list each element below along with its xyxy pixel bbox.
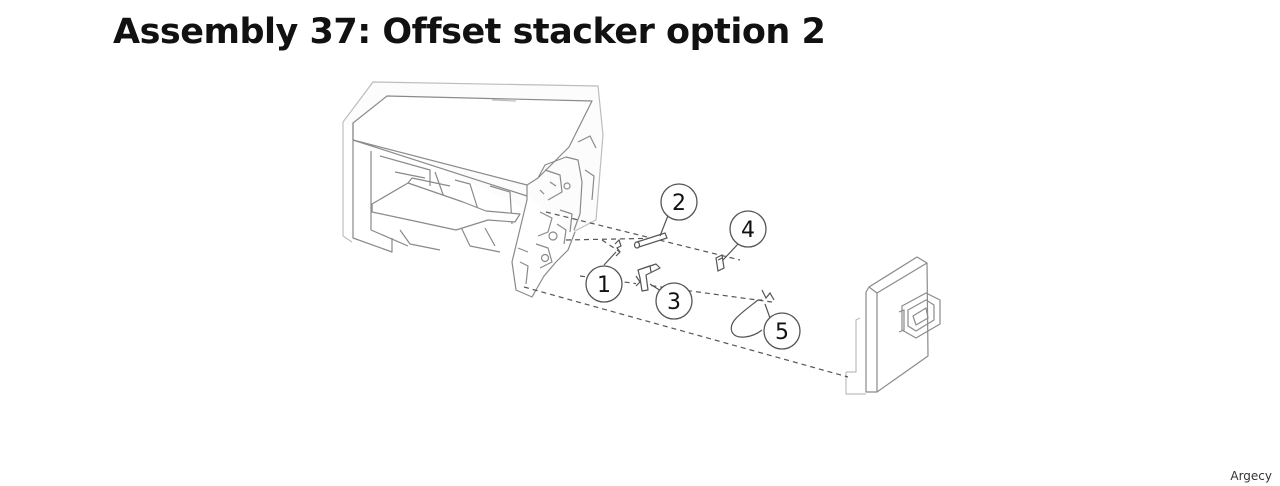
callout-1: 1 [585,265,623,303]
callout-circle [763,312,801,350]
part-3-lever [635,263,661,292]
part-1-spring [614,238,622,257]
callout-4: 4 [729,210,767,248]
page-title: Assembly 37: Offset stacker option 2 [113,12,826,52]
callout-circle [585,265,623,303]
callout-3: 3 [655,282,693,320]
stacker-main-unit [342,81,604,298]
watermark: Argecy [1230,469,1272,483]
callout-number: 5 [775,320,789,345]
part-5-cable [730,289,775,338]
callout-circle [729,210,767,248]
callout-number: 3 [667,290,681,315]
callout-5: 5 [763,312,801,350]
callout-circle [660,183,698,221]
callout-2: 2 [660,183,698,221]
part-4-sensor [715,254,725,272]
callout-number: 2 [672,191,686,216]
side-cover [845,256,941,395]
part-2-shaft [633,232,668,249]
callout-circle [655,282,693,320]
callout-number: 4 [741,218,755,243]
callout-number: 1 [597,273,611,298]
